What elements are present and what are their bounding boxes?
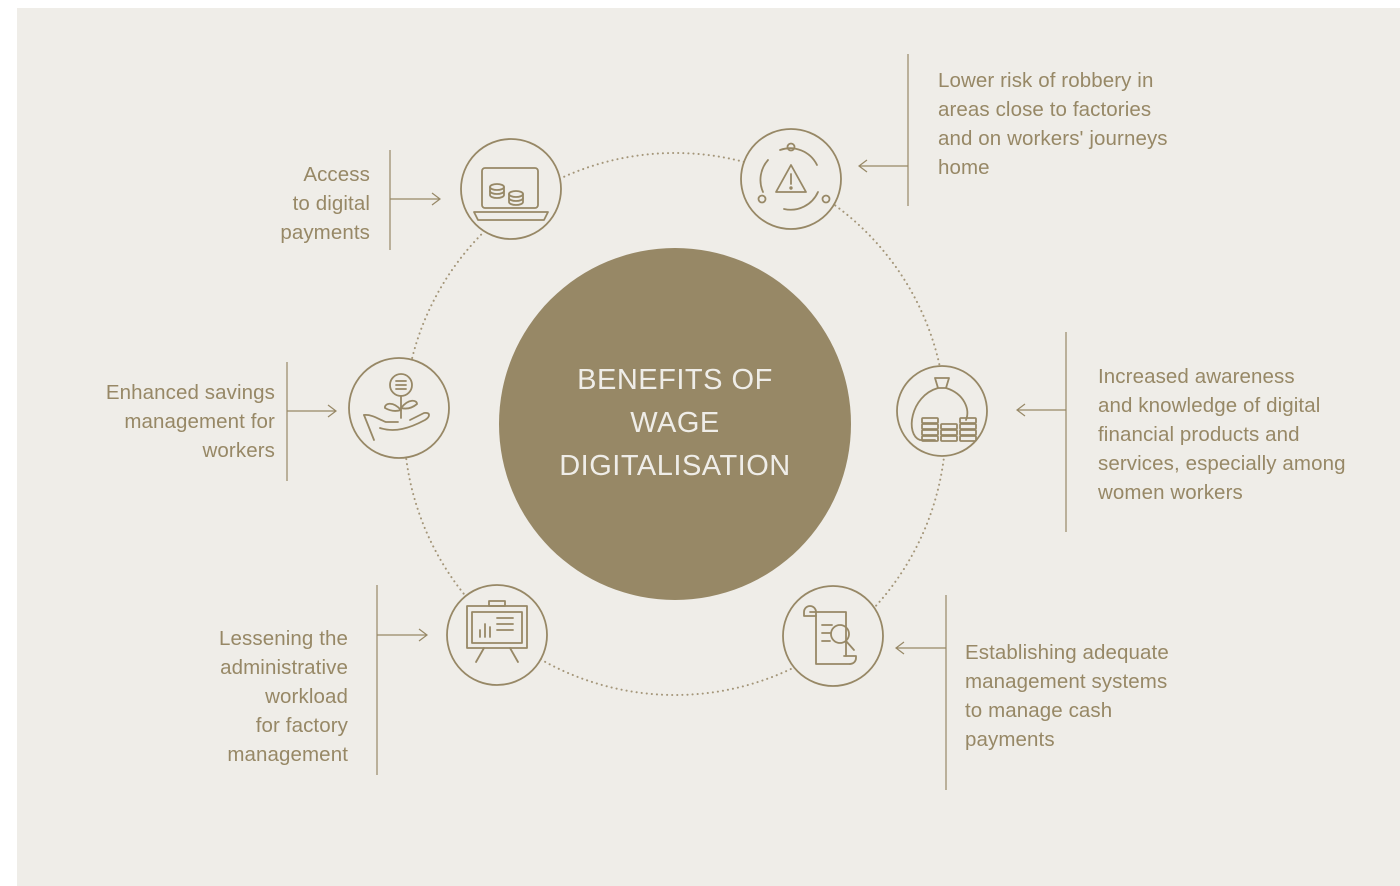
benefit-label-access: Access to digital payments [280,163,370,244]
money-bag-icon [896,365,988,457]
document-search-icon [782,585,884,687]
benefit-label-establishing: Establishing adequate management systems… [965,641,1169,751]
center-title-line-1: BENEFITS OF [577,364,773,396]
benefit-label-robbery: Lower risk of robbery in areas close to … [938,69,1168,179]
center-circle [499,248,851,600]
center-title-line-2: WAGE [630,407,720,439]
benefit-label-savings: Enhanced savings management for workers [105,381,275,462]
laptop-coins-icon [460,138,562,240]
benefit-label-awareness: Increased awareness and knowledge of dig… [1098,365,1346,504]
center-title-line-3: DIGITALISATION [559,450,791,482]
presentation-board-icon [446,584,548,686]
hand-coin-plant-icon [348,357,450,459]
connectors [286,54,1067,790]
benefit-label-lessening: Lessening the administrative workload fo… [219,627,348,766]
center-title: BENEFITS OF WAGE DIGITALISATION [500,359,850,488]
warning-cycle-icon [740,128,842,230]
